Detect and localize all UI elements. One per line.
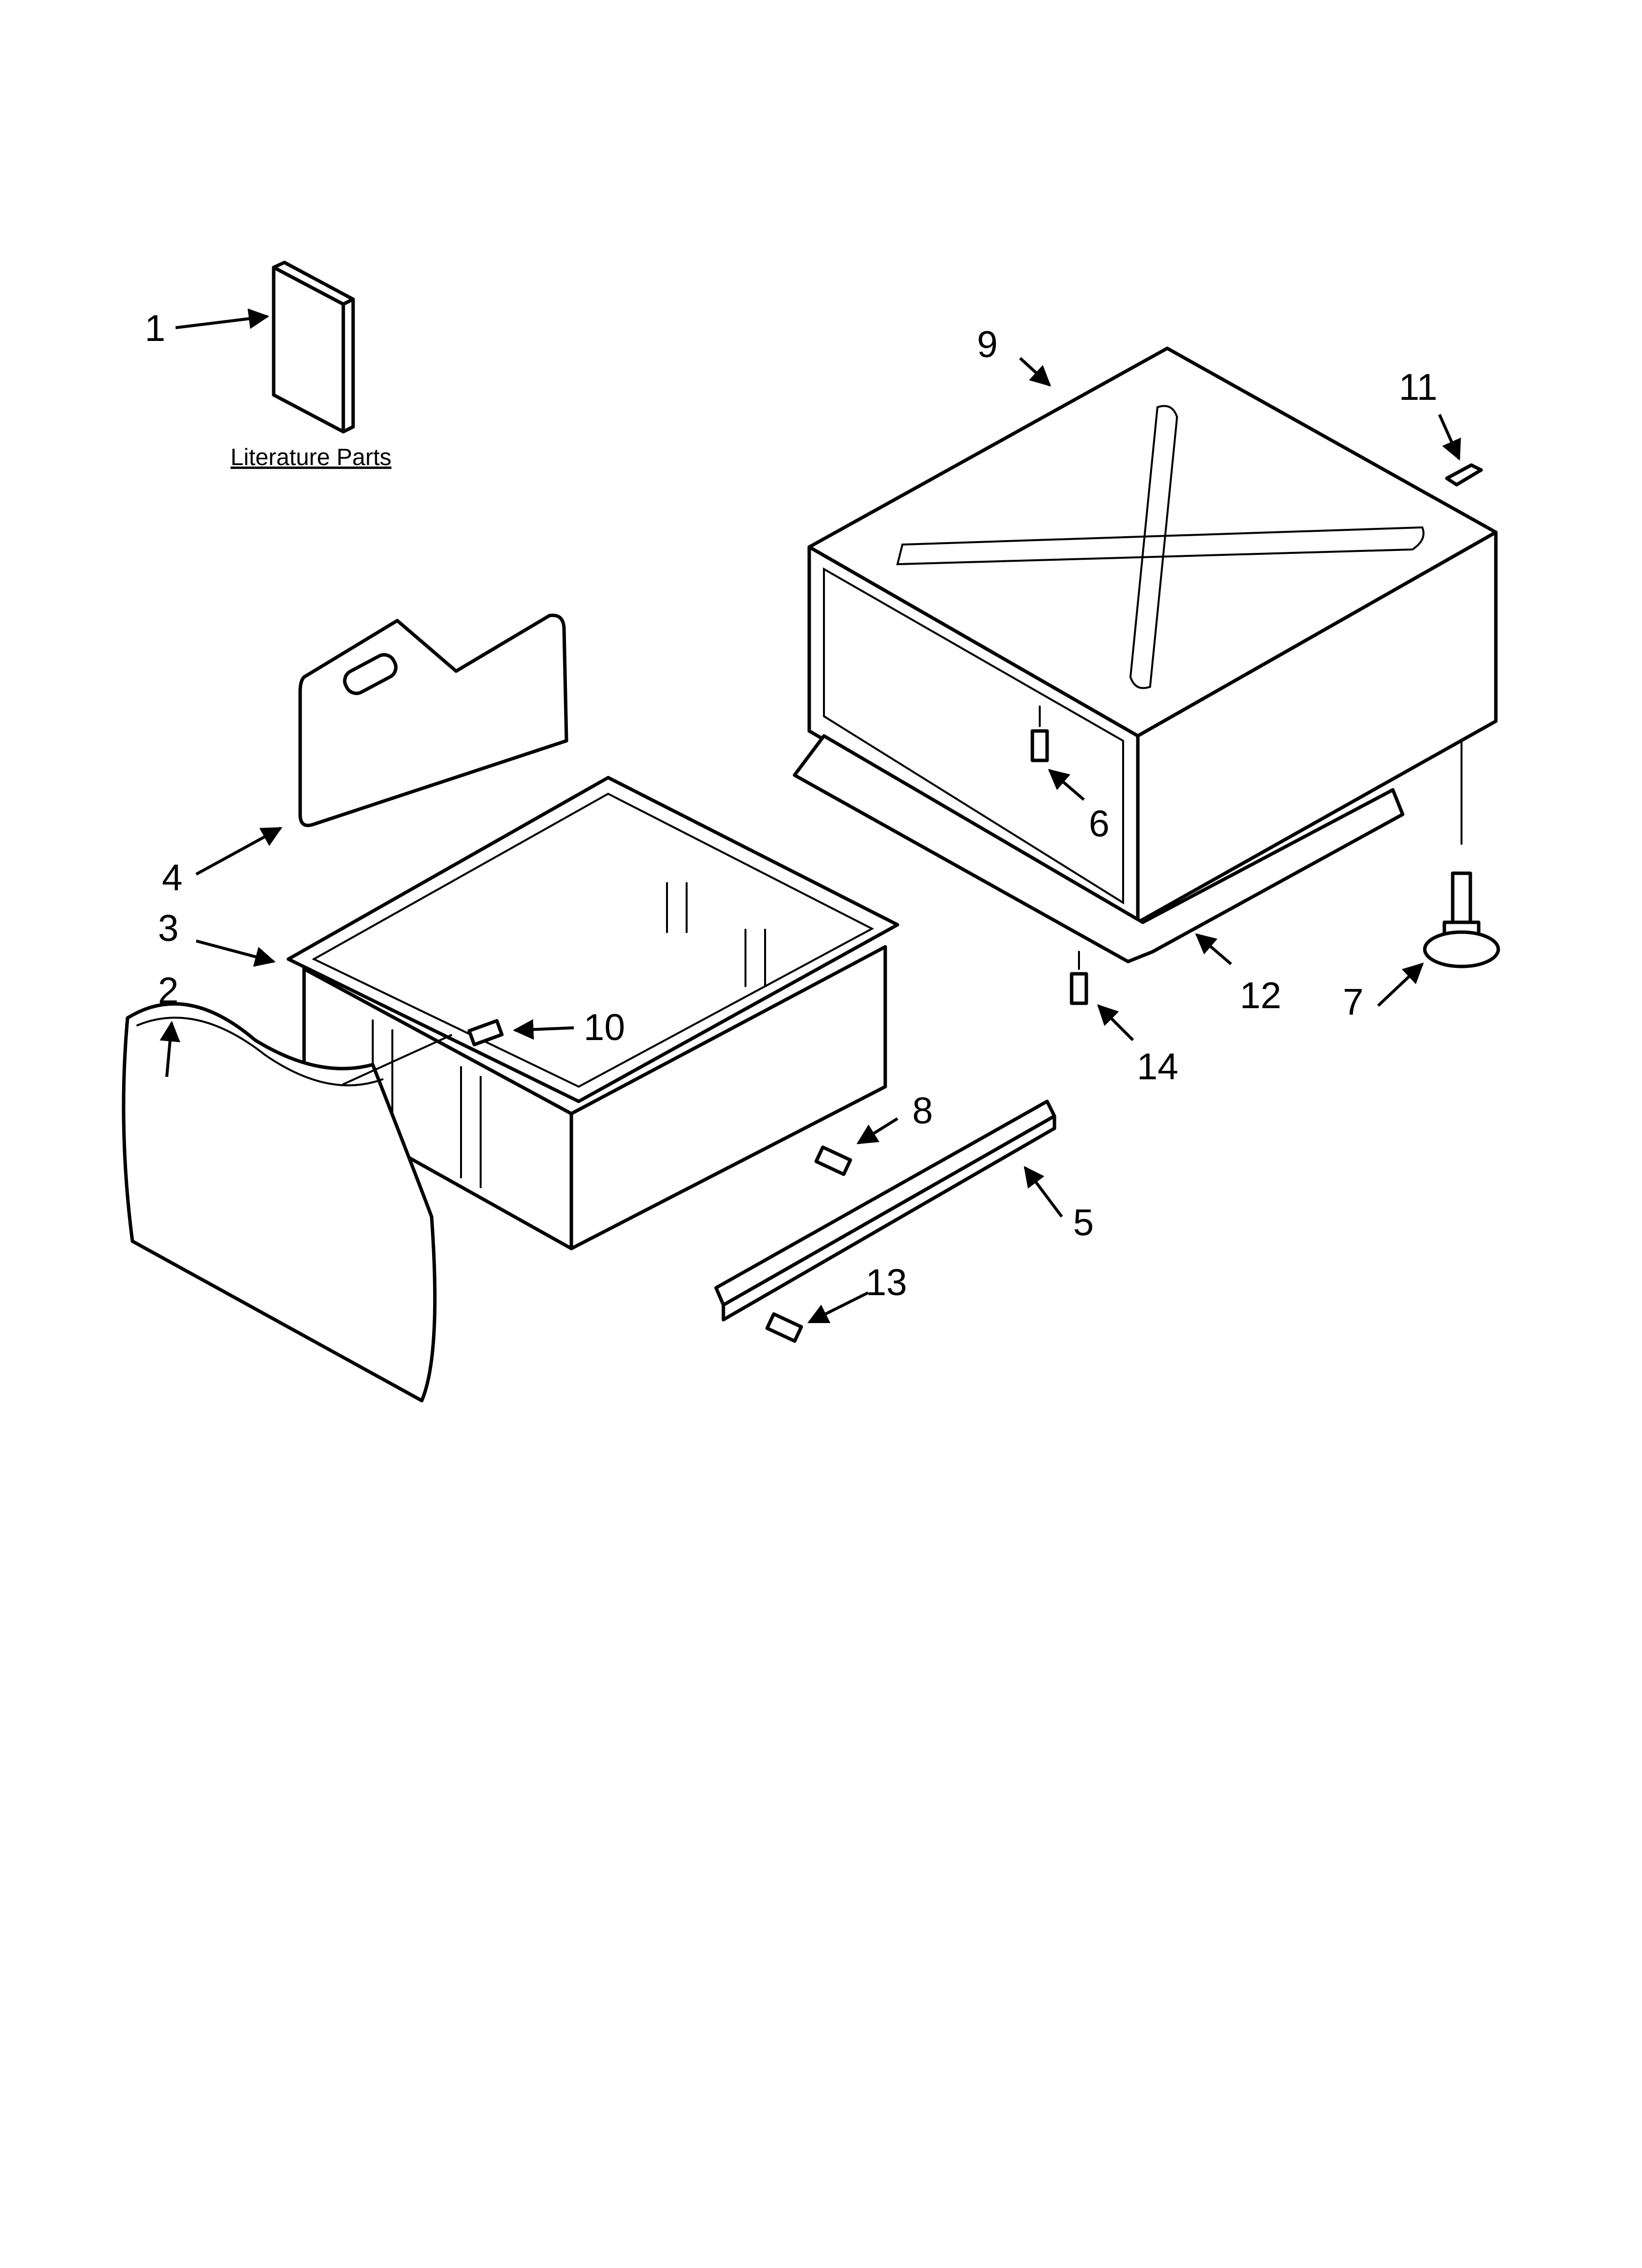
callout-9: 9 — [977, 324, 998, 365]
callout-13: 13 — [866, 1262, 907, 1303]
screw-8-part — [814, 1145, 852, 1176]
screw-13-part — [765, 1312, 803, 1343]
callout-8: 8 — [912, 1090, 933, 1132]
callout-5: 5 — [1073, 1202, 1094, 1244]
drawer-slide-part — [714, 1099, 1056, 1322]
callout-7: 7 — [1343, 981, 1363, 1023]
drawer-divider-part — [298, 613, 568, 827]
callout-10: 10 — [584, 1007, 625, 1048]
drawer-pan-part — [286, 776, 899, 1251]
callout-2: 2 — [158, 970, 179, 1012]
base-plate-part — [793, 734, 1405, 964]
callout-4: 4 — [162, 857, 182, 899]
callout-1: 1 — [145, 308, 165, 349]
callout-3: 3 — [158, 908, 179, 949]
callout-11: 11 — [1399, 366, 1437, 408]
drawer-front-part — [122, 1002, 437, 1403]
callout-14: 14 — [1137, 1046, 1179, 1088]
screw-14-part — [1070, 951, 1088, 1005]
callout-leaders — [159, 308, 1461, 1324]
callout-12: 12 — [1240, 975, 1282, 1017]
screw-6-part — [1030, 705, 1049, 762]
leveling-foot-part — [1423, 740, 1500, 968]
bumper-pad-part — [1445, 463, 1483, 487]
callout-6: 6 — [1089, 803, 1109, 845]
literature-booklet-part — [272, 261, 355, 434]
screw-10-part — [342, 1019, 504, 1085]
literature-parts-label: Literature Parts — [231, 444, 391, 470]
